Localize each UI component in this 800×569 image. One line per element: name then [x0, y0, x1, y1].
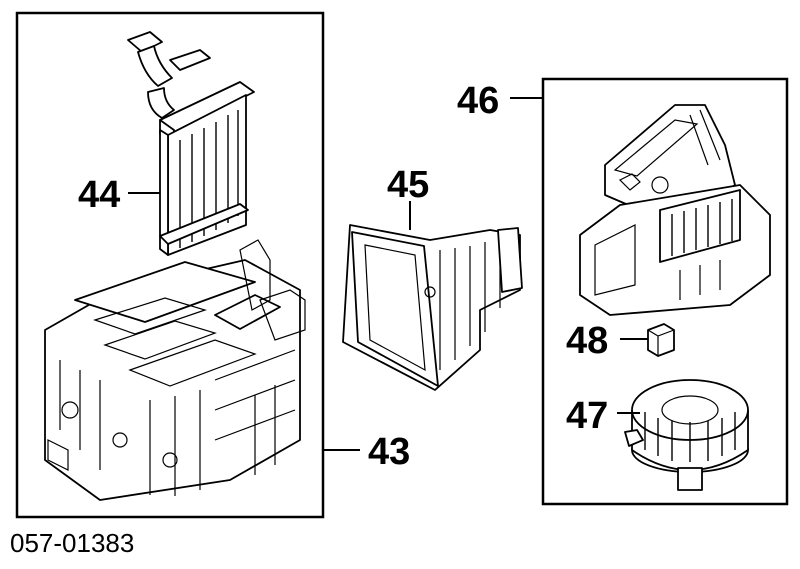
callout-44: 44 [78, 174, 120, 216]
right-group-frame [541, 77, 789, 506]
duct-drawing [342, 224, 523, 391]
heater-unit-drawing [44, 239, 306, 501]
heater-core-drawing [127, 31, 255, 256]
callout-47: 47 [566, 395, 608, 437]
callout-46: 46 [457, 80, 499, 122]
diagram-number: 057-01383 [10, 528, 134, 558]
callout-43: 43 [368, 431, 410, 473]
blower-motor-drawing [624, 379, 749, 491]
blower-assembly-drawing [579, 104, 771, 316]
resistor-drawing [647, 323, 675, 357]
left-group-frame [15, 11, 325, 519]
callout-48: 48 [566, 320, 608, 362]
callout-45: 45 [387, 164, 429, 206]
